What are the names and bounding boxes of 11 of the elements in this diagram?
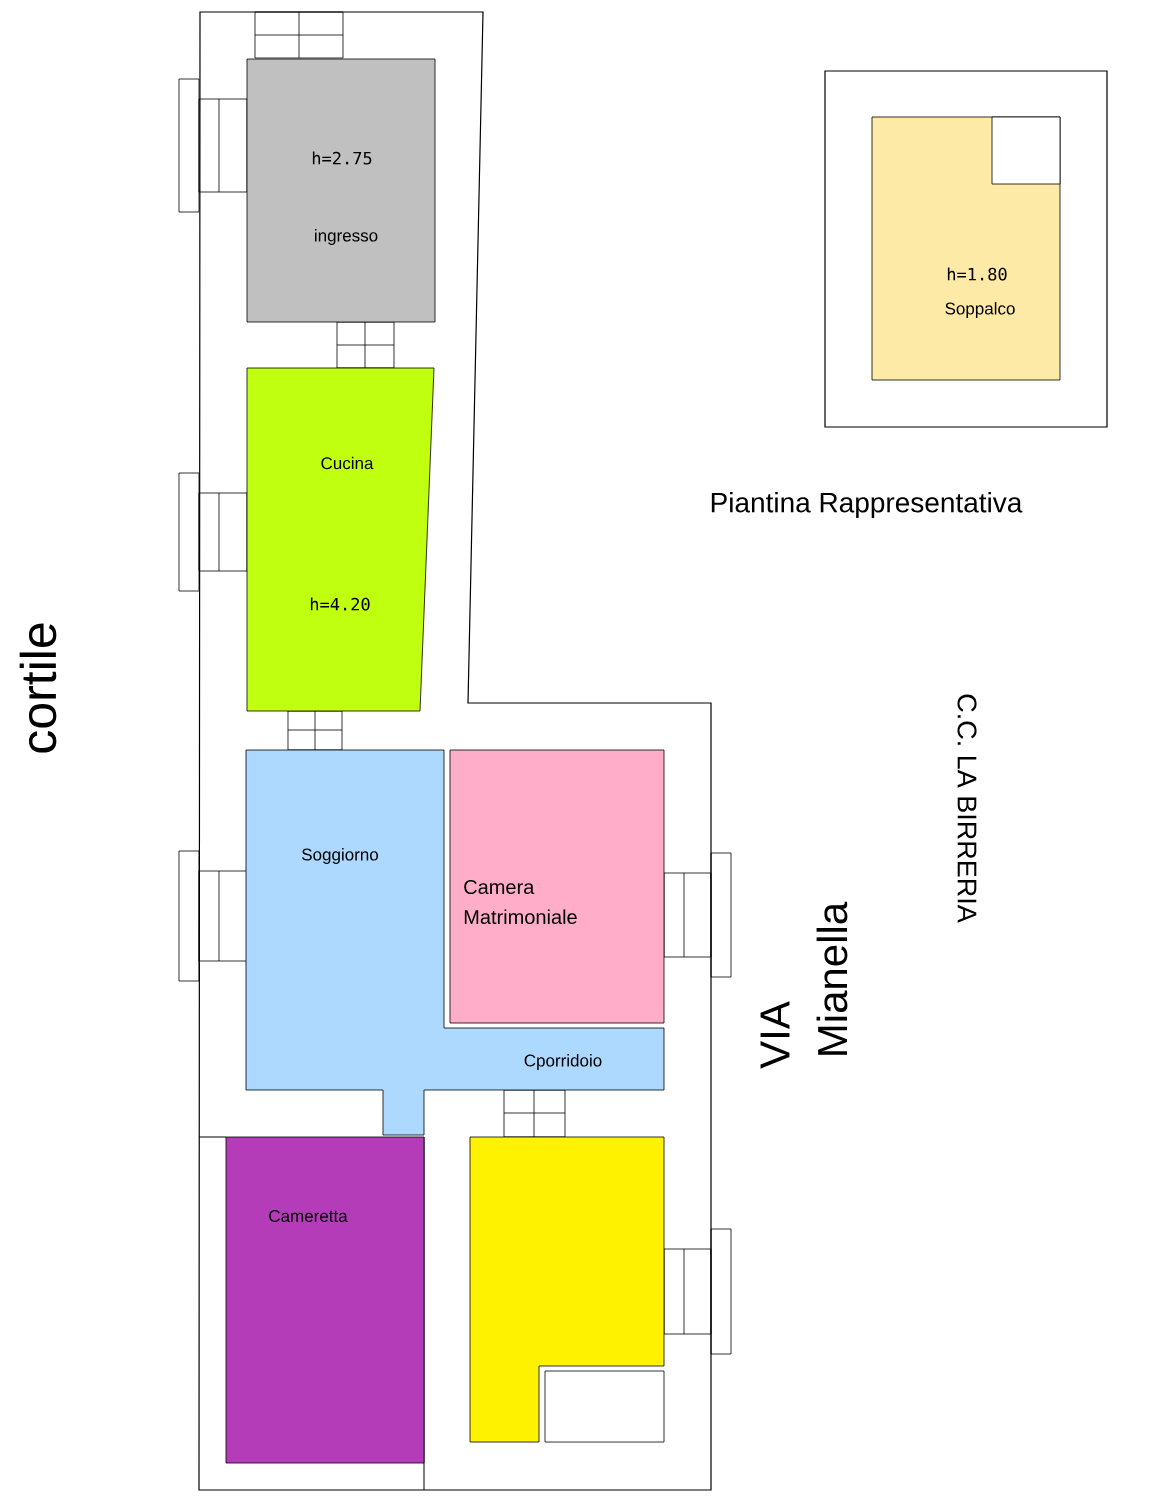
room: Camera Matrimoniale	[449, 749, 665, 1024]
street-label: Mianella	[816, 901, 848, 1055]
street-label: VIA	[760, 1001, 790, 1069]
area-label: cortile	[19, 623, 57, 753]
room	[469, 1136, 665, 1443]
room: Cameretta	[225, 1136, 425, 1464]
room: Cucina h=4.20	[246, 367, 435, 712]
room: h=2.75 ingresso	[246, 58, 436, 323]
room: h=1.80 Soppalco	[871, 116, 1061, 381]
title: Piantina Rappresentativa	[711, 491, 1023, 519]
place-label: C.C. LA BIRRERIA	[957, 694, 977, 923]
